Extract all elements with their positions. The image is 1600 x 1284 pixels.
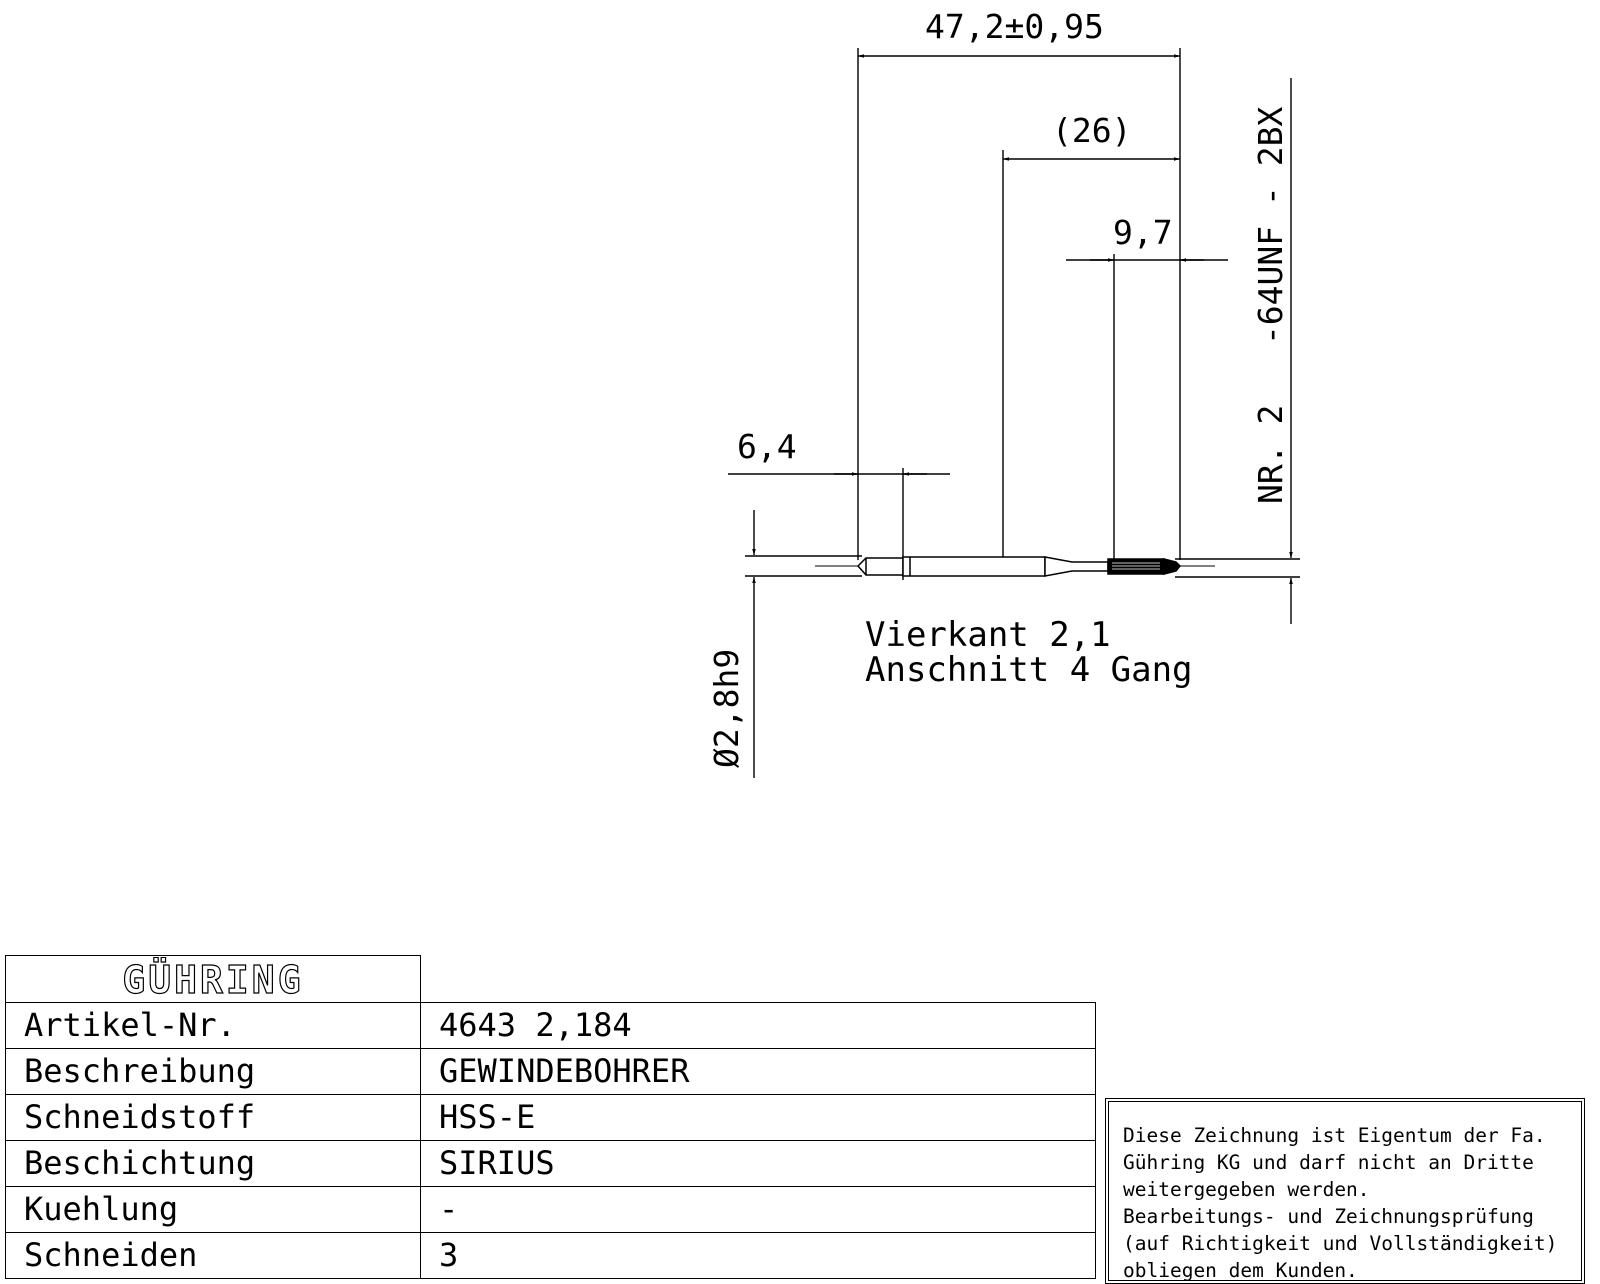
- guehring-logo: GÜHRING: [122, 957, 303, 1001]
- table-row: Artikel-Nr. 4643 2,184: [5, 1002, 1096, 1049]
- row-label: Schneidstoff: [5, 1094, 421, 1141]
- table-row: Schneidstoff HSS-E: [5, 1094, 1096, 1141]
- row-value: 3: [420, 1232, 1096, 1279]
- row-value: GEWINDEBOHRER: [420, 1048, 1096, 1095]
- chamfer-tip: [1163, 558, 1182, 575]
- note-square: Vierkant 2,1: [865, 615, 1111, 655]
- thread-spec: NR. 2 -64UNF - 2BX: [1251, 107, 1290, 504]
- row-label: Beschreibung: [5, 1048, 421, 1095]
- tap-tool: [856, 556, 1182, 577]
- shank: [902, 556, 1046, 577]
- svg-text:GÜHRING: GÜHRING: [122, 958, 303, 1001]
- dim-shank-diameter: Ø2,8h9: [707, 649, 746, 768]
- dim-thread-length: 9,7: [1113, 213, 1173, 252]
- table-row: Schneiden 3: [5, 1232, 1096, 1279]
- row-label: Artikel-Nr.: [5, 1002, 421, 1049]
- logo-row-empty: [420, 955, 1096, 1003]
- row-label: Kuehlung: [5, 1186, 421, 1233]
- copyright-notice: Diese Zeichnung ist Eigentum der Fa. Gühr…: [1105, 1098, 1585, 1284]
- notice-text: Diese Zeichnung ist Eigentum der Fa. Gühr…: [1108, 1101, 1582, 1282]
- notice-line: weitergegeben werden.: [1123, 1178, 1370, 1201]
- dim-length-26: (26): [1052, 111, 1131, 150]
- row-value: HSS-E: [420, 1094, 1096, 1141]
- row-value: -: [420, 1186, 1096, 1233]
- row-label: Beschichtung: [5, 1140, 421, 1187]
- notice-line: Bearbeitungs- und Zeichnungsprüfung: [1123, 1205, 1534, 1228]
- row-label: Schneiden: [5, 1232, 421, 1279]
- dim-overall-length: 47,2±0,95: [925, 7, 1104, 46]
- neck: [1044, 556, 1109, 577]
- table-row: Beschichtung SIRIUS: [5, 1140, 1096, 1187]
- row-value: 4643 2,184: [420, 1002, 1096, 1049]
- table-row: Beschreibung GEWINDEBOHRER: [5, 1048, 1096, 1095]
- dim-square-length: 6,4: [737, 427, 797, 466]
- table-row: Kuehlung -: [5, 1186, 1096, 1233]
- logo-cell: GÜHRING: [5, 955, 421, 1003]
- notice-line: obliegen dem Kunden.: [1123, 1259, 1358, 1282]
- title-block: GÜHRING Artikel-Nr. 4643 2,184 Beschreib…: [5, 955, 1096, 1279]
- row-value: SIRIUS: [420, 1140, 1096, 1187]
- notice-line: (auf Richtigkeit und Vollständigkeit): [1123, 1232, 1558, 1255]
- notice-line: Diese Zeichnung ist Eigentum der Fa.: [1123, 1124, 1546, 1147]
- logo-row: GÜHRING: [5, 955, 1096, 1003]
- notice-line: Gühring KG und darf nicht an Dritte: [1123, 1151, 1534, 1174]
- note-chamfer: Anschnitt 4 Gang: [865, 650, 1193, 690]
- square-end: [856, 557, 904, 576]
- thread-section: [1107, 558, 1165, 575]
